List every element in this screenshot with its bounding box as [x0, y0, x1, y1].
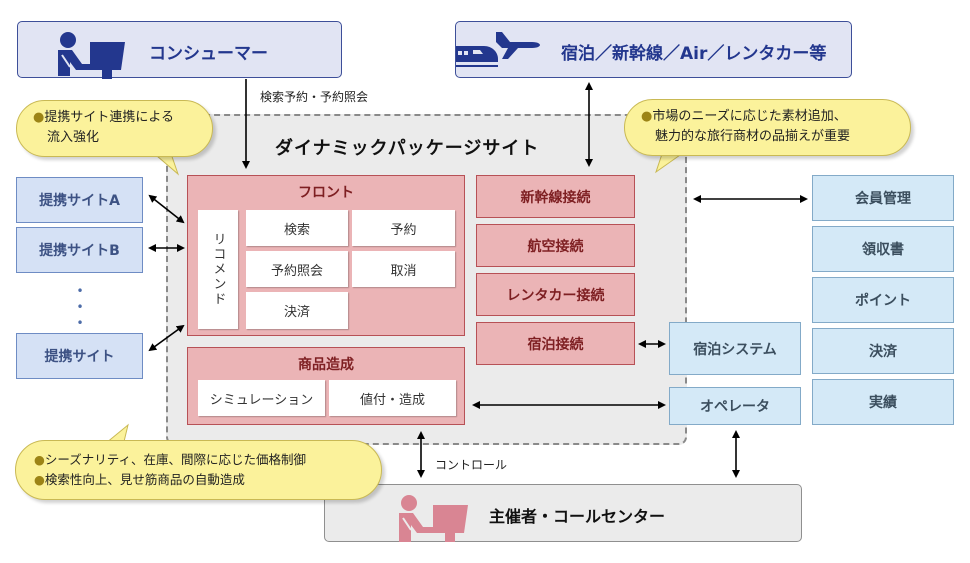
front-cell-inquiry[interactable]: 予約照会	[246, 251, 348, 287]
pricing-note-line-2: ●検索性向上、見せ筋商品の自動造成	[34, 472, 245, 487]
recommend-cell[interactable]: リコメンド	[198, 210, 238, 329]
market-note-bubble: ●市場のニーズに応じた素材追加、 魅力的な旅行商材の品揃えが重要	[624, 99, 911, 156]
control-label: コントロール	[435, 458, 508, 472]
front-cell-reserve[interactable]: 予約	[352, 210, 455, 246]
partner-ellipsis: •••	[76, 284, 84, 330]
partner-site-n[interactable]: 提携サイト	[16, 333, 143, 379]
receipt-box[interactable]: 領収書	[812, 226, 954, 272]
market-note-line-2: 魅力的な旅行商材の品揃えが重要	[655, 129, 851, 144]
hotel-connection[interactable]: 宿泊接続	[476, 322, 635, 365]
consumer-box[interactable]: コンシューマー	[17, 21, 342, 79]
bullet-icon: ●	[641, 109, 653, 124]
front-title: フロント	[298, 185, 354, 201]
points-box[interactable]: ポイント	[812, 277, 954, 323]
pricing-note-bubble: ●シーズナリティ、在庫、間際に応じた価格制御 ●検索性向上、見せ筋商品の自動造成	[15, 440, 382, 500]
search-reservation-label: 検索予約・予約照会	[260, 90, 369, 104]
user-at-computer-icon	[58, 32, 125, 79]
pricing-note-line-1: ●シーズナリティ、在庫、間際に応じた価格制御	[34, 452, 307, 467]
train-icon	[456, 46, 498, 67]
front-cell-cancel[interactable]: 取消	[352, 251, 455, 287]
organizer-callcenter-box[interactable]: 主催者・コールセンター	[324, 484, 802, 542]
member-management-box[interactable]: 会員管理	[812, 175, 954, 221]
front-cell-payment[interactable]: 決済	[246, 292, 348, 329]
shinkansen-connection[interactable]: 新幹線接続	[476, 175, 635, 218]
bullet-icon: ●	[34, 452, 45, 467]
partner-note-line-2: 流入強化	[47, 130, 100, 145]
suppliers-label: 宿泊／新幹線／Air／レンタカー等	[561, 44, 827, 64]
air-connection[interactable]: 航空接続	[476, 224, 635, 267]
product-creation-block: 商品造成 シミュレーション 値付・造成	[187, 347, 465, 425]
simulation-cell[interactable]: シミュレーション	[198, 380, 325, 416]
pricing-cell[interactable]: 値付・造成	[329, 380, 456, 416]
bullet-icon: ●	[34, 472, 45, 487]
partner-note-line-1: ●提携サイト連携による	[33, 110, 174, 125]
organizer-callcenter-label: 主催者・コールセンター	[489, 507, 666, 526]
operator-at-computer-icon	[399, 495, 468, 542]
hotel-system-box[interactable]: 宿泊システム	[669, 322, 801, 375]
airplane-icon	[496, 32, 540, 59]
recommend-label: リコメンド	[210, 232, 226, 307]
partner-site-a[interactable]: 提携サイトA	[16, 177, 143, 223]
rentacar-connection[interactable]: レンタカー接続	[476, 273, 635, 316]
product-creation-title: 商品造成	[298, 357, 354, 373]
suppliers-box[interactable]: 宿泊／新幹線／Air／レンタカー等	[455, 21, 852, 78]
front-cell-search[interactable]: 検索	[246, 210, 348, 246]
operator-box[interactable]: オペレータ	[669, 387, 801, 425]
bullet-icon: ●	[33, 110, 45, 125]
results-box[interactable]: 実績	[812, 379, 954, 425]
consumer-label: コンシューマー	[149, 44, 268, 64]
dynamic-package-title: ダイナミックパッケージサイト	[275, 138, 540, 159]
partner-site-b[interactable]: 提携サイトB	[16, 227, 143, 273]
front-block: フロント リコメンド 検索 予約 予約照会 取消 決済	[187, 175, 465, 336]
market-note-line-1: ●市場のニーズに応じた素材追加、	[641, 109, 847, 124]
partner-note-bubble: ●提携サイト連携による 流入強化	[16, 100, 213, 157]
payment-box[interactable]: 決済	[812, 328, 954, 374]
